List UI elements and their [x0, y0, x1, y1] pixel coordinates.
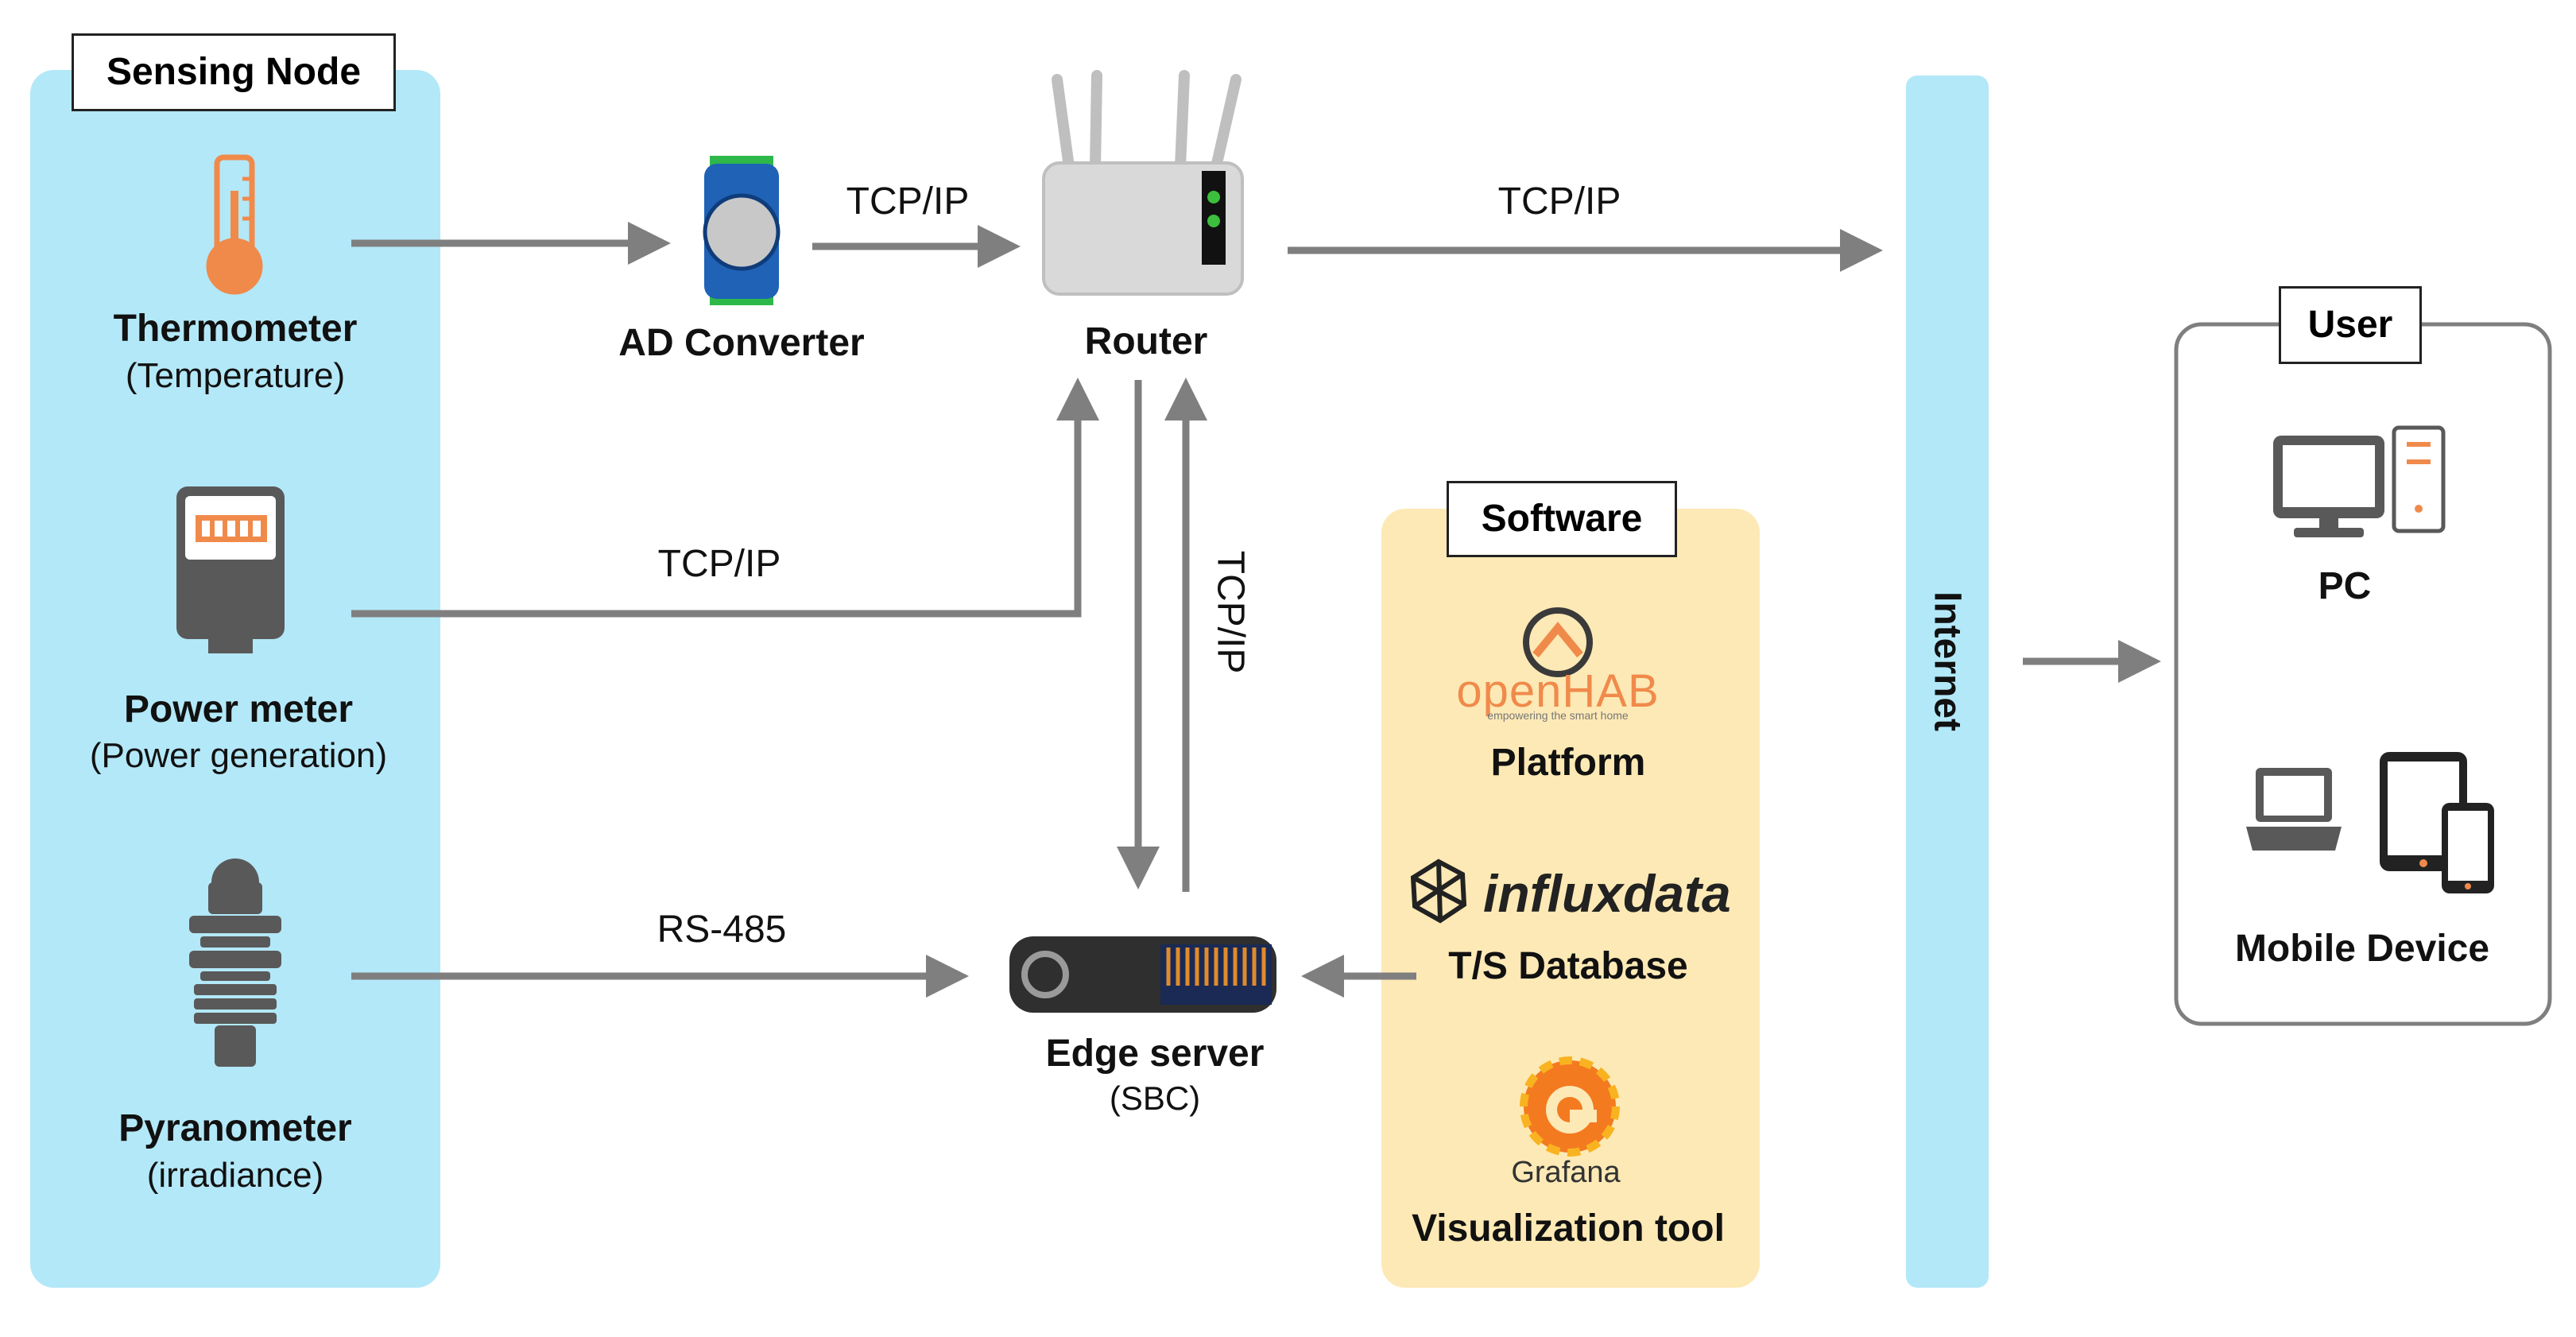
router-label: Router	[1084, 320, 1208, 362]
openhab-logo-text: openHAB	[1456, 665, 1660, 717]
link-label-ad-router: TCP/IP	[846, 180, 970, 223]
software-panel	[1381, 509, 1760, 1288]
link-label-router-edge: TCP/IP	[1209, 550, 1252, 674]
internet-bar	[1906, 76, 1989, 1288]
grafana-logo-icon	[1520, 1056, 1620, 1157]
user-panel	[2174, 322, 2552, 1026]
thermometer-sublabel: (Temperature)	[125, 356, 346, 395]
software-title: Software	[1447, 481, 1677, 557]
thermometer-label: Thermometer	[113, 308, 358, 350]
user-title: User	[2279, 286, 2422, 364]
internet-label: Internet	[1926, 591, 1969, 732]
router-icon	[1042, 70, 1244, 296]
edge-server-label: Edge server	[1045, 1033, 1265, 1075]
link-label-power-router: TCP/IP	[657, 543, 781, 585]
power-meter-label: Power meter	[123, 688, 354, 731]
link-label-pyranometer-edge: RS-485	[657, 909, 787, 951]
pyranometer-sublabel: (irradiance)	[146, 1156, 324, 1195]
laptop-icon	[2246, 768, 2342, 851]
influxdata-logo-icon	[1410, 858, 1467, 924]
visualization-tool-label: Visualization tool	[1412, 1207, 1725, 1250]
pc-label: PC	[2318, 565, 2372, 607]
mobile-device-label: Mobile Device	[2234, 928, 2490, 970]
smartphone-icon	[2442, 803, 2494, 893]
ts-database-label: T/S Database	[1448, 945, 1688, 987]
openhab-tagline: empowering the smart home	[1487, 709, 1629, 722]
influxdata-logo-text: influxdata	[1483, 864, 1731, 923]
sensing-node-panel	[30, 70, 440, 1288]
platform-label: Platform	[1490, 742, 1646, 784]
edge-server-sublabel: (SBC)	[1109, 1079, 1201, 1117]
pyranometer-label: Pyranometer	[118, 1107, 352, 1149]
pc-icon	[2273, 425, 2446, 537]
pyranometer-icon	[189, 858, 281, 1067]
power-meter-icon	[176, 486, 285, 653]
sensing-node-title: Sensing Node	[72, 33, 396, 111]
ad-converter-label: AD Converter	[618, 322, 865, 364]
ad-converter-icon	[703, 156, 781, 305]
arrow-power-router	[351, 378, 1099, 618]
grafana-logo-text: Grafana	[1511, 1156, 1621, 1189]
thermometer-icon	[206, 154, 263, 295]
openhab-logo-icon	[1523, 607, 1593, 677]
link-label-router-internet: TCP/IP	[1497, 180, 1621, 223]
power-meter-sublabel: (Power generation)	[89, 736, 388, 775]
edge-server-icon	[1009, 936, 1276, 1013]
